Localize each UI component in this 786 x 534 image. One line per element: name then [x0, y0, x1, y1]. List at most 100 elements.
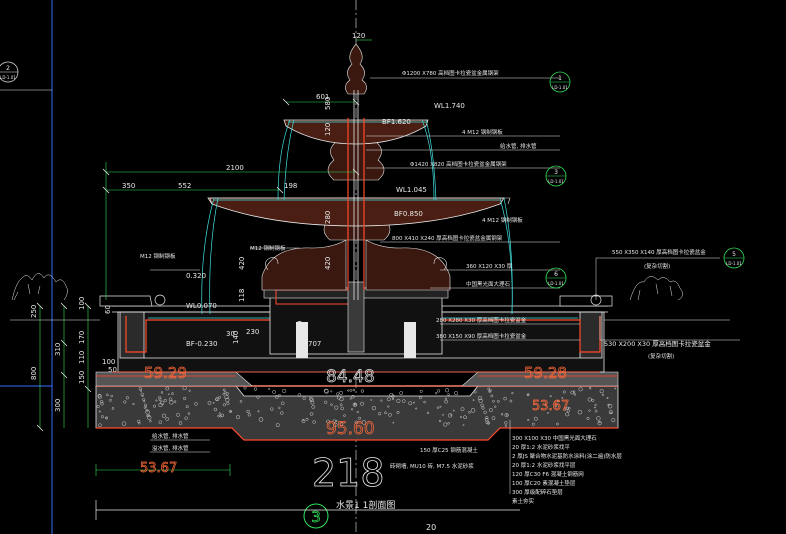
gravel-dot [463, 415, 467, 420]
gravel-dot [161, 413, 166, 418]
dim-580: 580 [324, 97, 332, 110]
gravel-dot [588, 386, 592, 390]
gravel-dot [222, 388, 226, 392]
gravel-dot [485, 416, 489, 420]
gravel-dot [212, 401, 215, 404]
gravel-dot [370, 399, 373, 401]
gravel-dot [391, 398, 395, 401]
gravel-dot [561, 397, 564, 399]
gravel-dot [450, 414, 452, 416]
gravel-dot [165, 417, 169, 421]
gravel-dot [105, 417, 107, 419]
gravel-dot [335, 419, 338, 422]
gravel-dot [438, 419, 442, 423]
elev-wl-low: WL0.070 [186, 302, 217, 310]
gravel-dot [487, 387, 491, 391]
gravel-dot [98, 410, 101, 413]
gravel-dot [125, 396, 129, 400]
dim-230: 230 [246, 328, 259, 336]
gravel-dot [587, 397, 592, 402]
gravel-dot [445, 388, 450, 393]
gravel-dot [447, 393, 450, 396]
gravel-dot [160, 391, 164, 394]
gravel-dot [358, 416, 362, 420]
gravel-dot [478, 398, 483, 403]
gravel-dot [144, 403, 147, 407]
gravel-dot [480, 403, 484, 407]
gravel-dot [460, 407, 465, 412]
gravel-dot [531, 422, 535, 426]
gravel-dot [599, 389, 604, 394]
dim-350: 350 [122, 182, 135, 190]
gravel-dot [309, 397, 314, 402]
gravel-dot [591, 398, 595, 402]
gravel-dot [484, 417, 489, 422]
drawing-title: 水景1 1剖面图 [336, 499, 395, 511]
gravel-dot [353, 403, 358, 407]
gravel-dot [139, 389, 143, 392]
gravel-dot [99, 400, 104, 404]
gravel-dot [388, 412, 392, 417]
gravel-dot [297, 393, 302, 397]
gravel-dot [98, 423, 102, 427]
gravel-dot [544, 403, 547, 406]
gravel-dot [339, 396, 344, 402]
gravel-dot [435, 392, 438, 395]
gravel-dot [184, 416, 188, 420]
gravel-dot [270, 407, 274, 411]
central-pipe [347, 90, 365, 300]
edge-callout: 2 LD-1.01 [0, 61, 19, 83]
gravel-dot [310, 400, 315, 405]
gravel-dot [187, 412, 191, 415]
gravel-dot [188, 389, 191, 392]
gravel-dot [392, 421, 395, 424]
gravel-dot [185, 405, 189, 409]
gravel-dot [384, 411, 387, 415]
gravel-dot [468, 411, 471, 414]
dim-310: 310 [54, 343, 62, 356]
elev-ground: 0.320 [186, 272, 206, 280]
gravel-dot [246, 409, 250, 414]
dimension-lines [39, 39, 372, 476]
dim-100b: 100 [102, 358, 115, 366]
gravel-dot [447, 413, 453, 418]
gravel-dot [426, 411, 430, 415]
gravel-dot [371, 405, 377, 411]
central-pedestal [263, 281, 449, 358]
dim-ticks [36, 98, 360, 432]
gravel-dot [336, 392, 340, 396]
gravel-dot [217, 414, 220, 418]
gravel-dot [566, 409, 570, 413]
gravel-dot [614, 387, 617, 390]
note-a12b: (复杂切割) [648, 352, 674, 360]
gravel-dot [607, 403, 613, 409]
note-a12: 530 X200 X30 厚高档图卡拉瓷盆金 [604, 339, 711, 348]
callout-1-num: 1 [558, 75, 562, 82]
gravel-dot [402, 399, 406, 403]
gravel-dot [171, 392, 174, 395]
gravel-dot [121, 421, 127, 426]
layer-3: 20 厚1:2 水泥砂浆找平层 [512, 461, 576, 469]
gravel-dot [308, 396, 313, 401]
gravel-dot [132, 402, 135, 405]
gravel-dot [488, 408, 493, 413]
gravel-dot [340, 406, 344, 411]
gravel-dot [145, 405, 147, 408]
gravel-dot [165, 386, 170, 391]
gravel-dot [596, 416, 601, 421]
note-m12b: M12 钢制钢板 [250, 244, 286, 252]
gravel-dot [496, 400, 500, 403]
dim-30: 30 [226, 330, 235, 338]
gravel-dot [573, 393, 577, 396]
gravel-dot [109, 398, 112, 402]
note-a2: 4 M12 钢制钢板 [462, 128, 503, 136]
gravel-dot [570, 390, 575, 395]
gravel-dot [239, 400, 243, 403]
gravel-dot [225, 392, 229, 396]
gravel-dot [147, 415, 152, 420]
gravel-dot [547, 412, 549, 414]
gravel-dot [462, 424, 465, 427]
gravel-dot [454, 391, 459, 396]
gravel-dot [168, 397, 173, 402]
